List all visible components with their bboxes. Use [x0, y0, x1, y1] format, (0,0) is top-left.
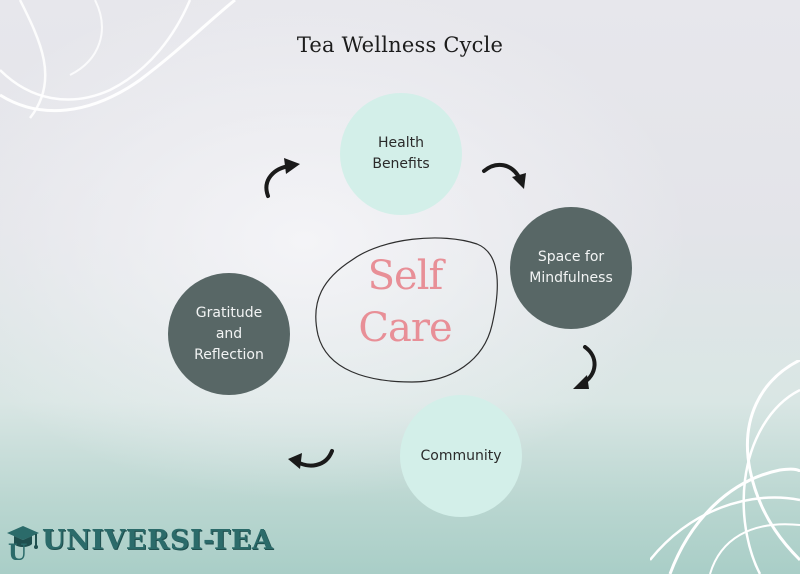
center-label: Self Care — [330, 250, 480, 354]
curved-arrow-icon — [573, 345, 597, 389]
curved-arrow-icon — [288, 449, 334, 469]
graduation-cap-icon: U — [7, 526, 39, 560]
node-community: Community — [400, 395, 522, 517]
universi-tea-logo: U UNIVERSI-TEA — [6, 518, 273, 562]
decorative-curves-bottom-right — [650, 360, 800, 574]
node-space-line2: Mindfulness — [529, 270, 613, 286]
node-gratitude-line1: Gratitude — [195, 304, 263, 321]
svg-text:U: U — [8, 540, 27, 560]
node-health-line2: Benefits — [372, 156, 430, 172]
node-gratitude-line2: and — [215, 325, 243, 342]
node-gratitude-and-reflection: Gratitude and Reflection — [168, 273, 290, 395]
diagram-title: Tea Wellness Cycle — [296, 33, 504, 57]
logo-text: UNIVERSI-TEA — [42, 524, 274, 556]
curved-arrow-icon — [264, 158, 300, 198]
node-gratitude-line3: Reflection — [194, 346, 264, 363]
curved-arrow-icon — [482, 162, 526, 189]
node-health-benefits: Health Benefits — [340, 93, 462, 215]
center-label-line2: Care — [358, 305, 452, 351]
center-outline-shape — [315, 237, 498, 383]
center-label-line1: Self — [367, 253, 444, 299]
decorative-curves-top-left — [0, 0, 236, 119]
node-space-for-mindfulness: Space for Mindfulness — [510, 207, 632, 329]
node-community-line1: Community — [420, 447, 502, 464]
node-space-line1: Space for — [537, 249, 605, 265]
node-health-line1: Health — [378, 135, 424, 151]
